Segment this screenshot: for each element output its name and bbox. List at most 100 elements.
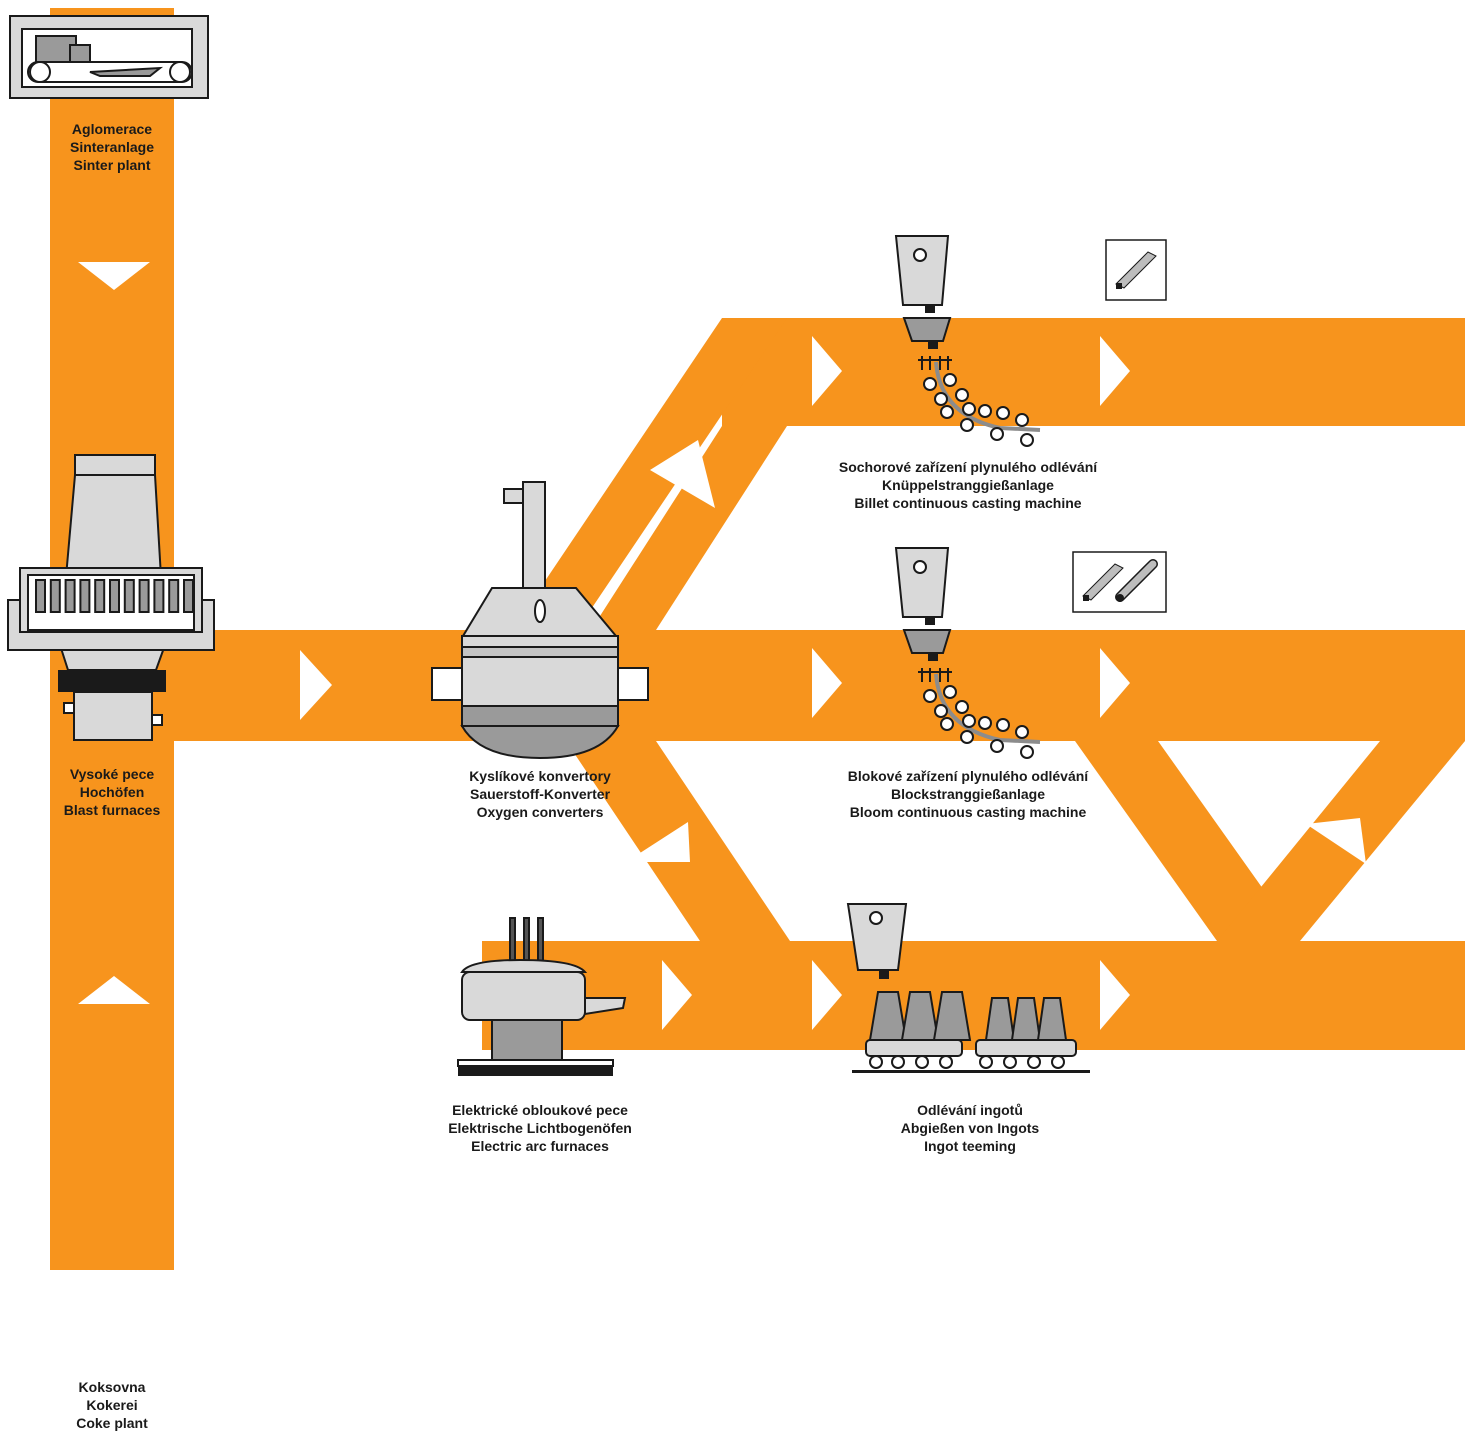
oven-chamber <box>64 579 76 613</box>
guide-roller <box>1020 745 1034 759</box>
continuous-caster-icon <box>894 547 1041 759</box>
oven-chamber <box>183 579 194 613</box>
guide-roller <box>1020 433 1034 447</box>
guide-roller <box>943 685 957 699</box>
coke-plant-label: Koksovna Kokerei Coke plant <box>22 1378 202 1432</box>
guide-roller <box>934 392 948 406</box>
guide-roller <box>943 373 957 387</box>
bloom-caster-label: Blokové zařízení plynulého odlévání Bloc… <box>800 767 1136 821</box>
arrow-right-icon <box>812 648 842 718</box>
label-line-cs: Vysoké pece <box>69 766 155 782</box>
label-line-cs: Koksovna <box>78 1379 146 1395</box>
car-wheel <box>1051 1055 1065 1069</box>
arrow-right-icon <box>1100 648 1130 718</box>
round-bloom-icon <box>1115 559 1158 602</box>
label-line-de: Elektrische Lichtbogenöfen <box>448 1120 632 1136</box>
guide-roller <box>955 388 969 402</box>
oven-chamber <box>153 579 165 613</box>
guide-roller <box>960 418 974 432</box>
guide-roller <box>940 717 954 731</box>
guide-roller <box>923 689 937 703</box>
guide-roller <box>996 718 1010 732</box>
guide-roller <box>934 704 948 718</box>
oven-chamber <box>109 579 120 613</box>
arrow-diagonal-down-icon <box>626 822 690 862</box>
oxygen-converter-icon <box>431 481 649 760</box>
ingot-mould-train-icon <box>846 903 1090 1073</box>
billet-caster-label: Sochorové zařízení plynulého odlévání Kn… <box>800 458 1136 512</box>
label-line-de: Hochöfen <box>79 784 145 800</box>
arrow-down-icon <box>78 262 150 290</box>
label-line-de: Kokerei <box>86 1397 138 1413</box>
guide-roller <box>978 716 992 730</box>
square-bloom-icon <box>1082 563 1124 601</box>
guide-roller <box>962 714 976 728</box>
guide-roller <box>996 406 1010 420</box>
oven-chamber <box>79 579 91 613</box>
guide-roller <box>923 377 937 391</box>
oxygen-converter-label: Kyslíkové konvertory Sauerstoff-Konverte… <box>420 767 660 821</box>
label-line-de: Sinteranlage <box>69 139 155 155</box>
oven-chamber <box>168 579 180 613</box>
flow-band-diag-from-middle-up <box>591 426 787 630</box>
continuous-caster-icon <box>894 235 1041 447</box>
car-wheel <box>1003 1055 1017 1069</box>
car-wheel <box>1027 1055 1041 1069</box>
label-line-en: Electric arc furnaces <box>471 1138 609 1154</box>
guide-roller <box>955 700 969 714</box>
arrow-right-icon <box>812 336 842 406</box>
car-wheel <box>979 1055 993 1069</box>
label-line-en: Coke plant <box>76 1415 148 1431</box>
product-box-billet <box>1105 239 1167 301</box>
sinter-plant-icon <box>9 15 209 99</box>
label-line-en: Blast furnaces <box>63 802 161 818</box>
car-wheel <box>869 1055 883 1069</box>
arrow-diagonal-up-icon <box>650 440 715 508</box>
label-line-en: Sinter plant <box>73 157 151 173</box>
label-line-cs: Blokové zařízení plynulého odlévání <box>847 768 1089 784</box>
car-wheel <box>939 1055 953 1069</box>
label-line-cs: Sochorové zařízení plynulého odlévání <box>838 459 1098 475</box>
square-billet-icon <box>1115 251 1157 289</box>
flow-band-top-horizontal <box>722 318 1465 426</box>
guide-roller <box>1015 725 1029 739</box>
flow-bands <box>50 8 1465 1270</box>
label-line-cs: Aglomerace <box>71 121 153 137</box>
arrow-right-icon <box>812 960 842 1030</box>
product-box-bloom <box>1072 551 1167 613</box>
electric-arc-furnace-icon <box>457 917 627 1076</box>
arrow-right-icon <box>1100 960 1130 1030</box>
oven-chamber <box>49 579 61 613</box>
car-wheel <box>915 1055 929 1069</box>
arrow-right-icon <box>300 650 332 720</box>
flow-band-diag-to-billet <box>512 318 787 630</box>
flow-band-diag-to-bottom-right <box>1075 741 1300 941</box>
label-line-en: Oxygen converters <box>476 804 604 820</box>
guide-roller <box>940 405 954 419</box>
label-line-en: Billet continuous casting machine <box>854 495 1082 511</box>
label-line-de: Sauerstoff-Konverter <box>469 786 611 802</box>
blast-furnace-label: Vysoké pece Hochöfen Blast furnaces <box>22 765 202 819</box>
label-line-cs: Elektrické obloukové pece <box>452 1102 628 1118</box>
arrow-diagonal-up-icon <box>1058 822 1118 864</box>
guide-roller <box>962 402 976 416</box>
arrow-right-icon <box>1100 336 1130 406</box>
arrow-right-icon <box>662 960 692 1030</box>
oven-chamber <box>123 579 135 613</box>
car-wheel <box>891 1055 905 1069</box>
arrow-up-icon <box>78 976 150 1004</box>
label-line-en: Bloom continuous casting machine <box>849 804 1087 820</box>
label-line-de: Knüppelstranggießanlage <box>882 477 1054 493</box>
label-line-en: Ingot teeming <box>924 1138 1016 1154</box>
oven-chamber <box>94 579 106 613</box>
flow-band-bottom-horizontal <box>482 941 1465 1050</box>
arrow-diagonal-up-icon <box>1306 818 1366 864</box>
label-line-cs: Odlévání ingotů <box>917 1102 1023 1118</box>
label-line-de: Abgießen von Ingots <box>900 1120 1040 1136</box>
label-line-cs: Kyslíkové konvertory <box>469 768 611 784</box>
guide-roller <box>1015 413 1029 427</box>
guide-roller <box>960 730 974 744</box>
oven-chamber <box>138 579 150 613</box>
electric-arc-furnace-label: Elektrické obloukové pece Elektrische Li… <box>400 1101 680 1155</box>
